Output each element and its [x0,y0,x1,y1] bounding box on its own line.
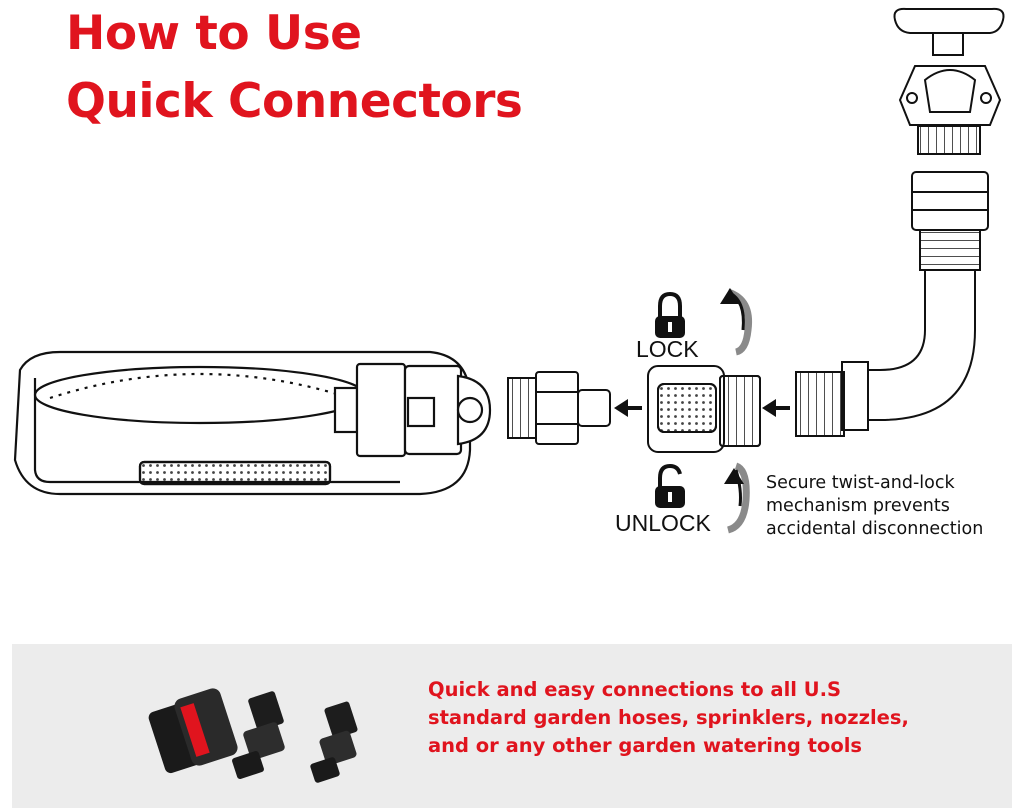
note-line-2: mechanism prevents [766,496,950,516]
male-adapter [507,371,611,445]
note-line-3: accidental disconnection [766,519,984,539]
banner-line-2: standard garden hoses, sprinklers, nozzl… [428,706,909,729]
mechanism-note: Secure twist-and-lock mechanism prevents… [766,472,983,541]
page-title: How to Use Quick Connectors [66,0,523,136]
quick-connector-female [647,365,761,453]
male-adapter-1 [232,691,285,780]
title-line-1: How to Use [66,6,362,61]
banner-line-3: and or any other garden watering tools [428,734,863,757]
arrow-left-icon [762,399,790,417]
product-banner [12,644,1012,808]
banner-line-1: Quick and easy connections to all U.S [428,678,842,701]
faucet [893,7,1005,155]
arrow-left-icon [614,399,642,417]
rotate-arrow-icon [724,462,750,534]
oscillating-sprinkler [13,350,492,496]
rotate-arrow-icon [720,288,753,356]
male-adapter-2 [310,701,358,783]
quick-connector-red [148,688,238,774]
connection-illustration [13,7,1005,534]
lock-icon [655,291,685,338]
note-line-1: Secure twist-and-lock [766,473,955,493]
unlock-icon [655,463,685,508]
connector-set-image [148,688,358,783]
garden-hose [795,171,989,437]
title-line-2: Quick Connectors [66,74,523,129]
banner-text: Quick and easy connections to all U.S st… [428,676,909,760]
lock-label: LOCK [636,336,699,362]
unlock-label: UNLOCK [615,510,711,536]
